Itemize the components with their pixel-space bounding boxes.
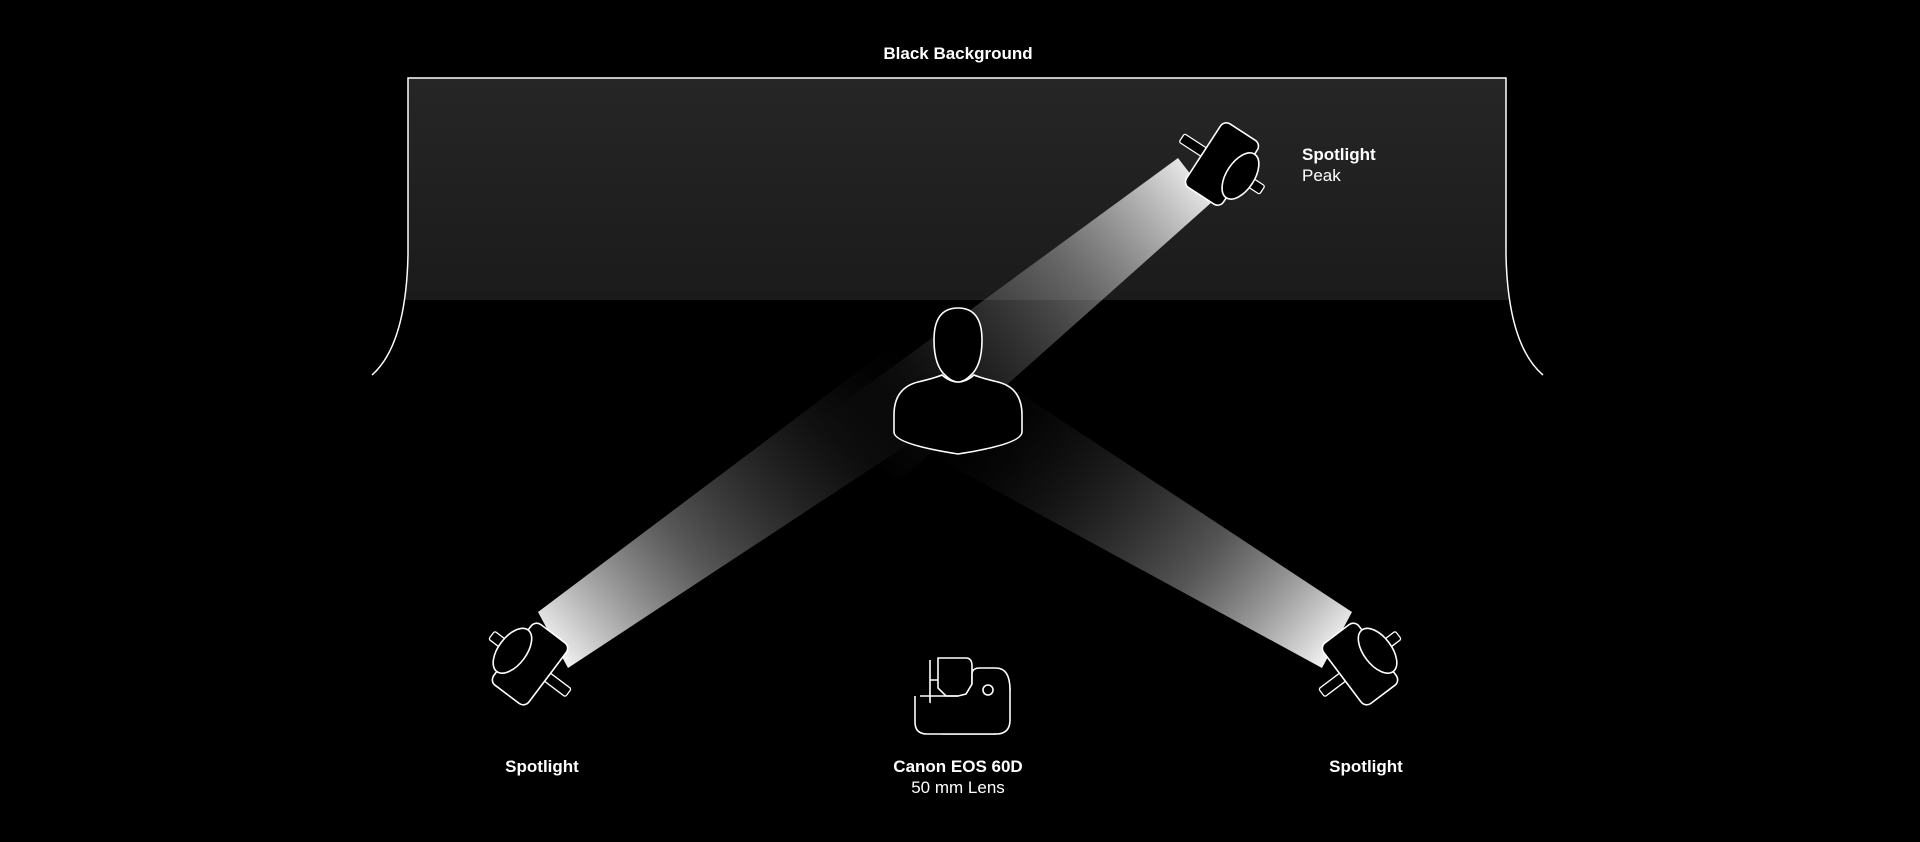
- camera-title: Canon EOS 60D: [893, 757, 1023, 776]
- backdrop-title: Black Background: [883, 44, 1033, 63]
- spotlight-bottom-right-label: Spotlight: [1329, 756, 1403, 777]
- beam-bottom-right: [940, 380, 1352, 668]
- spotlight-bottom-right-title: Spotlight: [1329, 757, 1403, 776]
- spotlight-bottom-left-title: Spotlight: [505, 757, 579, 776]
- camera-label: Canon EOS 60D 50 mm Lens: [893, 756, 1022, 798]
- person-icon: [893, 307, 1023, 455]
- spotlight-top-right-title: Spotlight: [1302, 145, 1376, 164]
- camera-subtitle: 50 mm Lens: [911, 778, 1005, 797]
- backdrop-outline: [371, 77, 1544, 376]
- spotlight-bottom-left-label: Spotlight: [505, 756, 579, 777]
- spotlight-top-right-label: Spotlight Peak: [1302, 144, 1376, 186]
- backdrop-label: Black Background: [883, 43, 1032, 64]
- camera-icon: [914, 657, 1011, 735]
- spotlight-top-right-subtitle: Peak: [1302, 166, 1341, 185]
- beam-bottom-left: [538, 340, 960, 668]
